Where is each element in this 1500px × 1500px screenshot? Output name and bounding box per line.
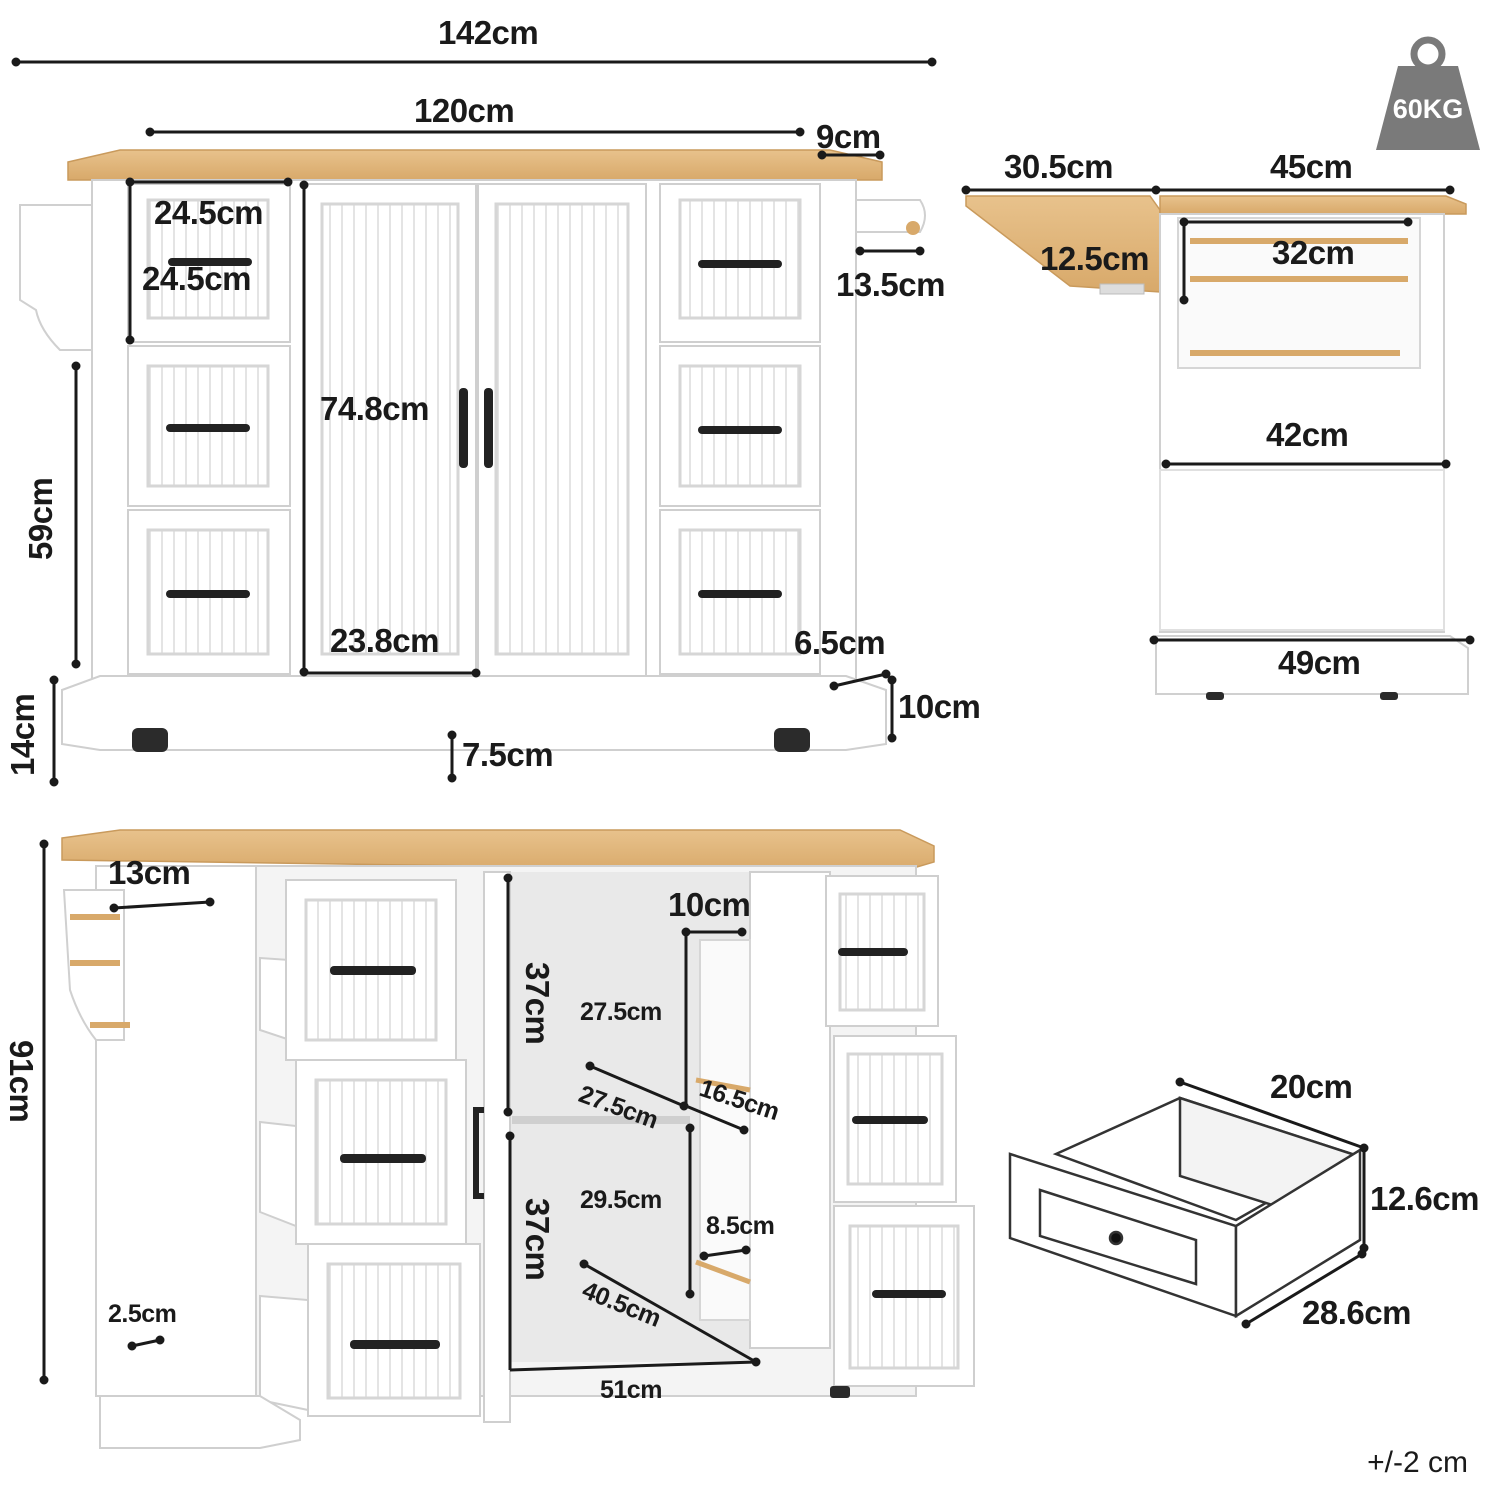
total-height-label: 91cm <box>3 1040 40 1123</box>
overhang-label: 9cm <box>816 118 881 155</box>
weight-icon <box>1376 36 1480 150</box>
double-doors <box>303 183 647 677</box>
drop-leaf-label: 30.5cm <box>1004 148 1113 185</box>
body-height-label: 59cm <box>22 477 59 560</box>
side-top <box>1159 195 1467 215</box>
countertop <box>67 149 883 181</box>
side-base <box>1155 635 1469 695</box>
bracket-label: 12.5cm <box>1040 240 1149 277</box>
rack-width-label: 32cm <box>1272 234 1355 271</box>
top-depth-label: 45cm <box>1270 148 1353 185</box>
side-view-illustration <box>965 195 1469 700</box>
side-view-dimension-lines <box>961 185 1475 645</box>
door-width-label: 23.8cm <box>330 622 439 659</box>
drawer-detail-width-label: 20cm <box>1270 1068 1353 1105</box>
total-width-label: 142cm <box>438 14 539 51</box>
drawer-width-label: 24.5cm <box>154 194 263 231</box>
base-depth-label: 49cm <box>1278 644 1361 681</box>
caster-wheels <box>132 728 810 752</box>
towel-bar-label: 13.5cm <box>836 266 945 303</box>
upper-shelf-depth-label: 27.5cm <box>580 998 662 1026</box>
open-view-illustration <box>61 829 975 1449</box>
drawer-detail-illustration <box>1008 1096 1362 1319</box>
wheel-height-label: 7.5cm <box>462 736 554 773</box>
weight-label: 60KG <box>1392 94 1464 124</box>
cabinet-base <box>61 675 887 751</box>
open-view-dimension-lines <box>39 839 761 1385</box>
lower-shelf-depth-label: 29.5cm <box>580 1186 662 1214</box>
cabinet-width-label: 120cm <box>414 92 515 129</box>
base-inset-label: 2.5cm <box>108 1300 177 1328</box>
interior-width-label: 51cm <box>600 1376 662 1404</box>
right-drawers <box>659 183 821 675</box>
open-drawers-left <box>259 879 481 1417</box>
front-view-illustration <box>19 149 926 752</box>
weight-badge: 60KG <box>1378 36 1478 152</box>
upper-shelf-height-label: 37cm <box>519 962 556 1045</box>
open-countertop <box>61 829 935 873</box>
drawer-detail-height-label: 12.6cm <box>1370 1180 1479 1217</box>
drawer-dimension-lines <box>1175 1077 1369 1329</box>
door-rack-depth-label: 8.5cm <box>706 1212 775 1240</box>
left-drawers <box>127 183 291 675</box>
front-view-dimension-lines <box>11 57 937 787</box>
open-drawers-right <box>825 875 975 1387</box>
base-height-label: 10cm <box>898 688 981 725</box>
base-step-label: 6.5cm <box>794 624 886 661</box>
drawer-depth-label: 24.5cm <box>142 260 251 297</box>
leg-height-label: 14cm <box>4 693 41 776</box>
spice-rack-label: 13cm <box>108 854 191 891</box>
door-rack-width-label: 10cm <box>668 886 751 923</box>
lower-shelf-height-label: 37cm <box>519 1198 556 1281</box>
towel-knob <box>906 221 920 235</box>
tolerance-note: +/-2 cm <box>1367 1446 1468 1479</box>
body-depth-label: 42cm <box>1266 416 1349 453</box>
drawer-detail-depth-label: 28.6cm <box>1302 1294 1411 1331</box>
door-height-label: 74.8cm <box>320 390 429 427</box>
spice-rack-side <box>19 204 93 351</box>
